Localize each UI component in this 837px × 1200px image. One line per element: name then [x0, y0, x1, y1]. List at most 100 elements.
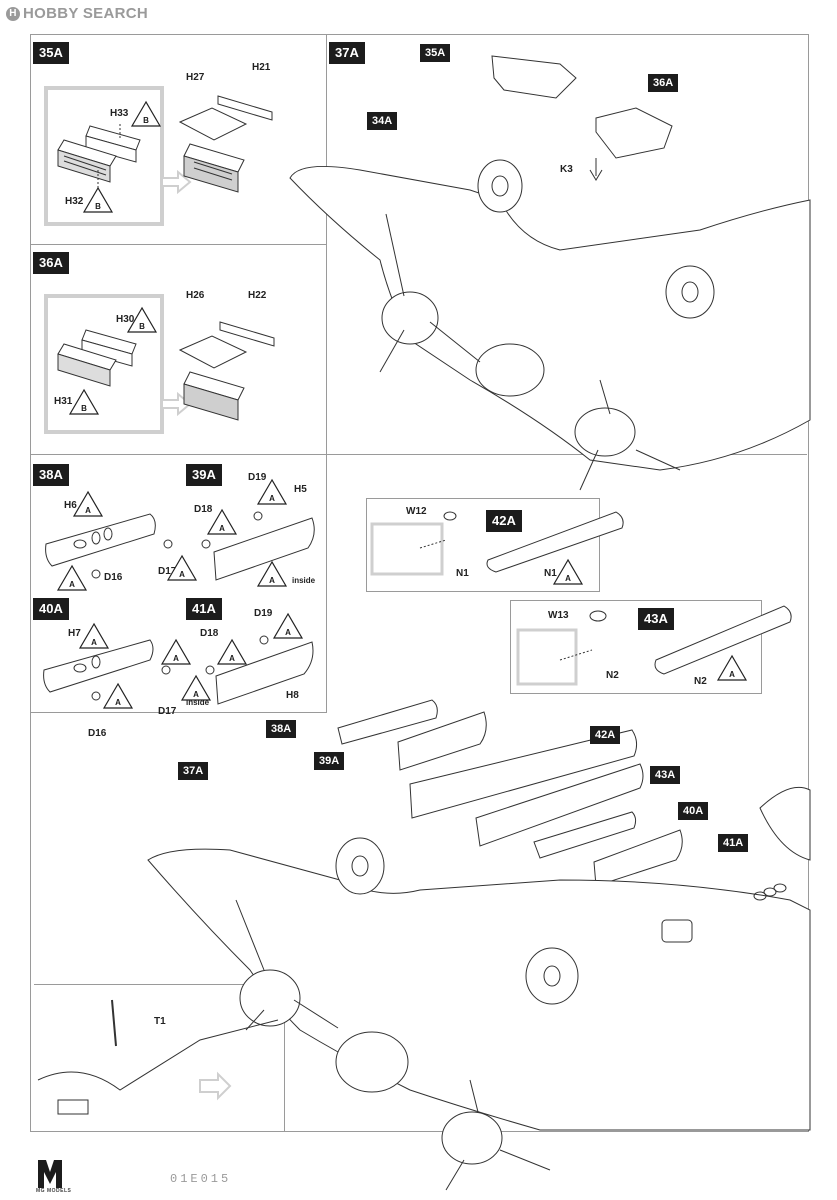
subassembly-box-36a — [44, 294, 164, 434]
panel-h26 — [178, 335, 248, 369]
part-label-d19-39a: D19 — [248, 472, 267, 483]
step-tag-40a: 40A — [33, 598, 69, 620]
aircraft-illustration-overview — [147, 786, 811, 1191]
lens-w12 — [443, 511, 457, 521]
part-label-k3: K3 — [560, 164, 573, 175]
marker-d17-40a: A — [162, 640, 190, 666]
part-label-h8: H8 — [286, 690, 299, 701]
part-label-n2: N2 — [694, 676, 707, 687]
part-label-d17-40a: D17 — [158, 706, 177, 717]
panel-n1 — [486, 511, 624, 573]
step-tag-43a: 43A — [638, 608, 674, 630]
callout-36a: 36A — [648, 74, 679, 92]
w13-inset — [516, 628, 578, 686]
marker-letter: A — [565, 574, 571, 583]
step-37a-frame — [326, 34, 807, 455]
mg-models-text: MG MODELS — [36, 1188, 72, 1194]
overview-wheel-left — [335, 837, 385, 895]
aircraft-illustration-37a — [289, 55, 811, 491]
step-tag-37a: 37A — [329, 42, 365, 64]
callout-35a: 35A — [420, 44, 451, 62]
part-label-d18-41a: D18 — [200, 628, 219, 639]
marker-triangle-h5 — [256, 560, 288, 587]
part-label-n2-inset: N2 — [606, 670, 619, 681]
step-42a-frame — [366, 498, 600, 592]
note-inside-39a: inside — [292, 576, 316, 585]
part-label-h30: H30 — [116, 314, 135, 325]
overview-panel-43a — [475, 763, 644, 847]
marker-triangle-d16-38a — [56, 564, 88, 591]
marker-triangle-h7 — [78, 622, 110, 649]
overview-engine-left — [239, 969, 301, 1027]
k3-arrow-icon — [589, 158, 603, 181]
marker-d19-41a: A — [274, 614, 302, 640]
strip-h22 — [219, 321, 275, 347]
marker-letter: B — [143, 116, 149, 125]
marker-letter: A — [91, 638, 97, 647]
part-label-h7: H7 — [68, 628, 81, 639]
sidewall-h7 — [43, 639, 154, 693]
hobby-search-logo-icon: H — [6, 6, 20, 21]
marker-triangle-h30 — [126, 306, 158, 333]
w12-inset — [370, 522, 444, 576]
overview-sidewall-38a — [337, 699, 438, 745]
part-label-h26: H26 — [186, 290, 205, 301]
part-label-h5: H5 — [294, 484, 307, 495]
marker-d18-41a: A — [218, 640, 246, 666]
arrow-t1-icon — [199, 1071, 232, 1101]
marker-letter: A — [229, 654, 235, 663]
overview-callout-40a: 40A — [678, 802, 709, 820]
marker-triangle-h32 — [82, 186, 114, 213]
marker-d17-39a: A — [168, 556, 196, 582]
marker-letter: A — [179, 570, 185, 579]
marker-letter: A — [173, 654, 179, 663]
marker-triangle-d18-41a — [216, 638, 248, 665]
step-38-41-frame — [30, 454, 327, 713]
part-label-d19-41a: D19 — [254, 608, 273, 619]
part-label-d16-40a: D16 — [88, 728, 107, 739]
part-label-d18-39a: D18 — [194, 504, 213, 515]
part-label-w13: W13 — [548, 610, 569, 621]
radiator-h31 — [57, 343, 117, 387]
overview-engine-right — [335, 1031, 409, 1093]
radiator-h33 — [85, 125, 141, 163]
marker-n1: A — [554, 560, 582, 586]
overview-callout-42a: 42A — [590, 726, 621, 744]
watermark-text: HOBBY SEARCH — [23, 5, 149, 22]
panel-h27 — [178, 107, 248, 141]
marker-letter: A — [193, 690, 199, 699]
part-label-h22: H22 — [248, 290, 267, 301]
part-label-h33: H33 — [110, 108, 129, 119]
marker-letter: B — [95, 202, 101, 211]
marker-letter: A — [729, 670, 735, 679]
marker-h6: A — [74, 492, 102, 518]
step-tag-41a: 41A — [186, 598, 222, 620]
hatch-detail — [57, 1099, 89, 1115]
overview-sidewall-39a — [397, 711, 487, 771]
radiator-cover-36a — [595, 107, 673, 159]
marker-letter: A — [269, 576, 275, 585]
step-tag-38a: 38A — [33, 464, 69, 486]
mg-models-logo-icon — [38, 1160, 62, 1188]
hobby-search-watermark: H HOBBY SEARCH — [6, 5, 148, 22]
antenna-t1 — [111, 999, 117, 1047]
marker-letter: A — [85, 506, 91, 515]
marker-letter: B — [81, 404, 87, 413]
marker-letter: A — [269, 494, 275, 503]
radiator-h32 — [57, 139, 117, 183]
marker-triangle-h31 — [68, 388, 100, 415]
sidewall-h5 — [213, 517, 315, 581]
marker-h32: B — [84, 188, 112, 214]
overview-callout-38a: 38A — [266, 720, 297, 738]
sheet-code: 01E015 — [170, 1172, 232, 1186]
part-label-n1: N1 — [544, 568, 557, 579]
marker-triangle-d17-40a — [160, 638, 192, 665]
marker-triangle-d18-39a — [206, 508, 238, 535]
marker-d16-40a: A — [104, 684, 132, 710]
sidewall-h8 — [215, 641, 314, 705]
overview-panel-42a — [409, 729, 638, 819]
marker-d16-38a: A — [58, 566, 86, 592]
part-label-n1-inset: N1 — [456, 568, 469, 579]
